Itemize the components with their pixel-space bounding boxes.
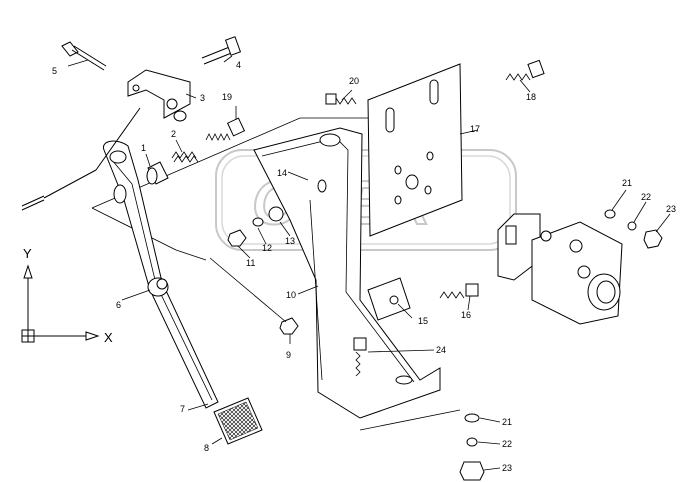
callout-8: 8 (204, 443, 209, 453)
bolt-18 (505, 59, 545, 81)
callout-21-bottom: 21 (502, 417, 512, 427)
callout-12: 12 (262, 243, 272, 253)
watermark: OPEX (215, 149, 517, 251)
callout-22-bottom: 22 (502, 439, 512, 449)
coordinate-axes: Y X (21, 246, 113, 345)
callout-24: 24 (436, 345, 446, 355)
callout-7: 7 (180, 404, 185, 414)
hardware-left (227, 206, 284, 247)
callout-labels: 5 4 3 1 2 6 7 8 9 10 11 12 13 14 15 16 1… (52, 60, 676, 473)
y-axis-label: Y (23, 246, 32, 261)
callout-23-bottom: 23 (502, 463, 512, 473)
callout-5: 5 (52, 66, 57, 76)
hardware-right (604, 209, 663, 249)
leader-lines (67, 55, 671, 471)
nut-9 (209, 257, 299, 335)
callout-21-right: 21 (622, 178, 632, 188)
callout-2: 2 (171, 129, 176, 139)
callout-14: 14 (277, 168, 287, 178)
bracket-15 (367, 277, 479, 321)
main-bracket (253, 127, 441, 419)
callout-11: 11 (246, 258, 255, 268)
callout-9: 9 (286, 350, 291, 360)
brake-valve (497, 213, 623, 325)
callout-1: 1 (141, 143, 146, 153)
callout-3: 3 (200, 93, 205, 103)
spring-sleeve (146, 151, 199, 185)
callout-19: 19 (222, 92, 232, 102)
pedal-pad (213, 397, 263, 445)
callout-18: 18 (526, 92, 536, 102)
callout-17: 17 (470, 124, 480, 134)
callout-13: 13 (285, 236, 295, 246)
callout-22-right: 22 (641, 192, 651, 202)
bolt-20 (325, 93, 357, 105)
callout-20: 20 (349, 76, 359, 86)
callout-6: 6 (116, 300, 121, 310)
callout-23-right: 23 (666, 204, 676, 214)
adjust-bolt-19 (173, 110, 246, 141)
callout-16: 16 (461, 310, 471, 320)
bolt-4 (201, 36, 242, 65)
pedal-arm (102, 140, 219, 409)
callout-15: 15 (418, 316, 428, 326)
bolt-24 (353, 337, 367, 377)
hardware-bottom (459, 413, 485, 481)
mounting-plate (367, 63, 463, 237)
cotter-pin (21, 107, 141, 211)
hinge-bracket (61, 41, 191, 119)
x-axis-label: X (104, 330, 113, 345)
callout-4: 4 (236, 60, 241, 70)
callout-10: 10 (286, 290, 296, 300)
